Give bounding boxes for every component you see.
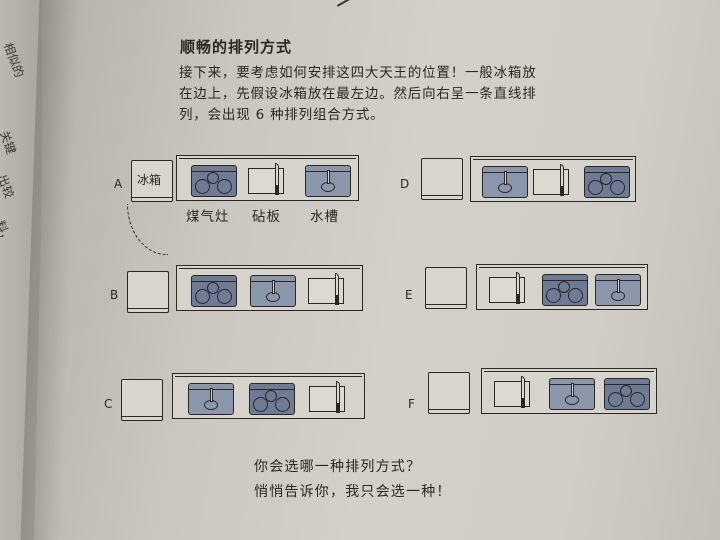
faucet-icon [617,279,620,293]
faucet-icon [210,388,213,402]
burner-icon [620,385,632,397]
question-line: 你会选哪一种排列方式？ [254,459,422,475]
knife-icon [521,376,525,408]
stove-icon [542,274,588,306]
cutting-board-icon [533,164,569,196]
faucet-icon [272,280,275,294]
fridge-icon [428,372,470,414]
caption-sink: 水槽 [310,209,339,225]
counter-b [176,265,363,311]
cutting-board-icon [494,376,530,408]
burner-icon [588,180,603,195]
knife-icon [336,381,340,413]
stove-icon [584,166,630,198]
option-label: C [104,397,113,411]
burner-icon [610,180,625,195]
cutting-board-icon [248,163,284,195]
stove-icon [604,378,650,410]
burner-icon [630,392,645,407]
closing-question: 你会选哪一种排列方式？ 悄悄告诉你，我只会选一种！ [254,455,452,505]
burner-icon [217,179,232,194]
cutting-board-icon [309,381,345,413]
burner-icon [608,392,623,407]
section-title: 顺畅的排列方式 [180,38,293,56]
burner-icon [558,281,570,293]
sink-icon [305,165,351,197]
burner-icon [546,288,561,303]
fridge-label: 冰箱 [137,173,162,187]
counter-c [172,373,365,419]
fridge-icon [421,158,463,200]
caption-board: 砧板 [252,209,281,225]
knife-icon [335,273,339,305]
stove-icon [249,383,295,415]
counter-f [481,368,657,414]
cutting-board-icon [308,273,344,305]
burner-icon [253,397,268,412]
option-label: B [110,288,119,302]
sink-icon [482,166,528,198]
cutting-board-icon [489,272,525,304]
paragraph-line: 接下来，要考虑如何安排这四大天王的位置！一般冰箱放 [179,65,537,81]
knife-icon [516,272,520,304]
sink-icon [250,275,296,307]
burner-icon [207,172,219,184]
burner-icon [600,173,612,185]
left-page-edge [0,0,42,540]
faucet-icon [571,383,574,397]
fridge-icon: 冰箱 [131,160,173,202]
sink-icon [549,378,595,410]
burner-icon [195,289,210,304]
paragraph-line: 在边上，先假设冰箱放在最左边。然后向右呈一条直线排 [179,86,537,102]
fridge-icon [127,271,169,313]
burner-icon [195,179,210,194]
burner-icon [217,289,232,304]
option-label: E [405,288,413,302]
sink-icon [188,383,234,415]
fridge-icon [425,267,467,309]
option-label: F [408,397,415,411]
counter-e [476,264,648,310]
fridge-icon [121,379,163,421]
faucet-icon [327,170,330,184]
caption-stove: 煤气灶 [186,209,230,225]
counter-a [176,155,359,201]
paragraph-line: 列，会出现 6 种排列组合方式。 [179,107,385,123]
burner-icon [265,390,277,402]
knife-icon [560,164,564,196]
intro-paragraph: 接下来，要考虑如何安排这四大天王的位置！一般冰箱放 在边上，先假设冰箱放在最左边… [179,63,589,126]
burner-icon [275,397,290,412]
option-label: D [400,177,410,191]
sink-icon [595,274,641,306]
stove-icon [191,165,237,197]
pen-mark [336,0,356,7]
knife-icon [275,163,279,195]
counter-d [470,156,636,202]
fridge-door-swing [127,204,168,255]
option-label: A [114,177,123,191]
burner-icon [207,282,219,294]
stove-icon [191,275,237,307]
burner-icon [568,288,583,303]
faucet-icon [504,171,507,185]
question-line: 悄悄告诉你，我只会选一种！ [254,484,452,500]
